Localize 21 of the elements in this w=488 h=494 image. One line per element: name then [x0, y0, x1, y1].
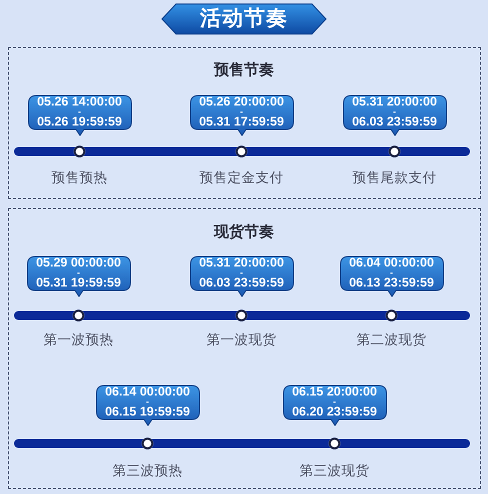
section-title: 预售节奏	[214, 60, 274, 79]
date-range: 05.29 00:00:00 - 05.31 19:59:59	[36, 256, 121, 290]
date-range: 05.26 14:00:00 - 05.26 19:59:59	[37, 94, 122, 130]
date-range: 05.31 20:00:00 - 06.03 23:59:59	[352, 94, 437, 130]
date-range: 06.14 00:00:00 - 06.15 19:59:59	[105, 384, 190, 420]
stage-label: 第一波现货	[206, 330, 276, 348]
stage-label: 预售预热	[52, 168, 108, 186]
page-title: 活动节奏	[200, 6, 288, 32]
stage-label: 预售尾款支付	[352, 168, 436, 186]
date-range: 05.31 20:00:00 - 06.03 23:59:59	[199, 256, 284, 290]
stage-label: 第三波预热	[112, 462, 182, 480]
stage-label: 预售定金支付	[200, 168, 284, 186]
stage-label: 第三波现货	[300, 462, 370, 480]
stage-label: 第二波现货	[356, 330, 426, 348]
section-panel	[8, 47, 481, 199]
date-range: 06.15 20:00:00 - 06.20 23:59:59	[292, 384, 377, 420]
section-panel	[8, 208, 481, 489]
stage-label: 第一波预热	[44, 330, 114, 348]
date-range: 05.26 20:00:00 - 05.31 17:59:59	[199, 94, 284, 130]
section-title: 现货节奏	[214, 222, 274, 241]
date-range: 06.04 00:00:00 - 06.13 23:59:59	[349, 256, 434, 290]
